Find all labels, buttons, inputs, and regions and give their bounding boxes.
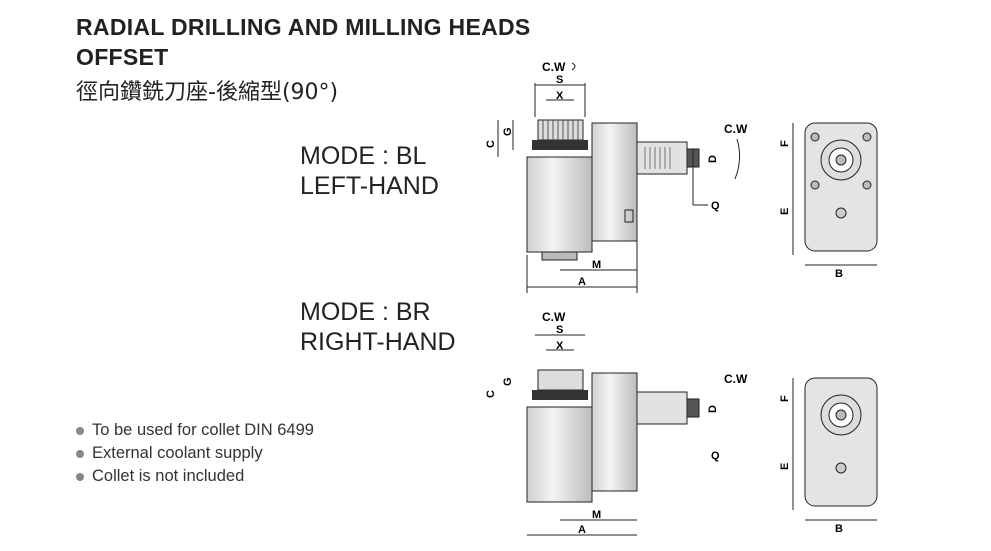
page-title-chinese: 徑向鑽銑刀座-後縮型(90°)	[76, 80, 339, 105]
note-item: To be used for collet DIN 6499	[76, 419, 314, 442]
dim-b: B	[835, 523, 843, 535]
dim-c: C	[485, 390, 497, 398]
dim-c: C	[485, 140, 497, 148]
dim-q: Q	[711, 200, 720, 212]
cw-label: C.W	[724, 372, 748, 386]
dim-x: X	[556, 340, 564, 352]
note-item: Collet is not included	[76, 465, 314, 488]
mode-br-label: MODE : BR RIGHT-HAND	[300, 297, 456, 357]
dim-g: G	[502, 127, 514, 136]
dim-s: S	[556, 74, 563, 86]
dim-x: X	[556, 90, 564, 102]
dim-s: S	[556, 324, 563, 336]
front-view-left-hand: F E B	[779, 122, 878, 280]
dim-e: E	[779, 208, 791, 215]
mode-bl-label: MODE : BL LEFT-HAND	[300, 141, 439, 201]
bullet-icon	[76, 449, 84, 458]
dim-g: G	[502, 377, 514, 386]
dim-d: D	[707, 155, 719, 163]
cw-label: C.W	[724, 122, 748, 136]
feature-notes: To be used for collet DIN 6499 External …	[76, 419, 314, 488]
note-item: External coolant supply	[76, 442, 314, 465]
dim-f: F	[779, 395, 791, 402]
mode-br-code: MODE : BR	[300, 298, 431, 326]
mode-bl-hand: LEFT-HAND	[300, 172, 439, 200]
side-view-left-hand: C.W S X C G D Q C.W M A	[485, 60, 748, 293]
bullet-icon	[76, 426, 84, 435]
dim-a: A	[578, 524, 586, 536]
side-view-right-hand: C.W S X C G D Q C.W M A	[485, 310, 748, 536]
mode-br-hand: RIGHT-HAND	[300, 328, 456, 356]
dim-e: E	[779, 463, 791, 470]
dim-m: M	[592, 509, 601, 521]
front-view-right-hand: F E B	[779, 377, 878, 535]
dim-b: B	[835, 268, 843, 280]
dim-q: Q	[711, 450, 720, 462]
dim-f: F	[779, 140, 791, 147]
page-title: RADIAL DRILLING AND MILLING HEADS	[76, 14, 531, 40]
cw-label: C.W	[542, 60, 566, 74]
bullet-icon	[76, 472, 84, 481]
dim-m: M	[592, 259, 601, 271]
dim-d: D	[707, 405, 719, 413]
cw-label: C.W	[542, 310, 566, 324]
page-subtitle: OFFSET	[76, 44, 169, 70]
mode-bl-code: MODE : BL	[300, 142, 427, 170]
dim-a: A	[578, 276, 586, 288]
